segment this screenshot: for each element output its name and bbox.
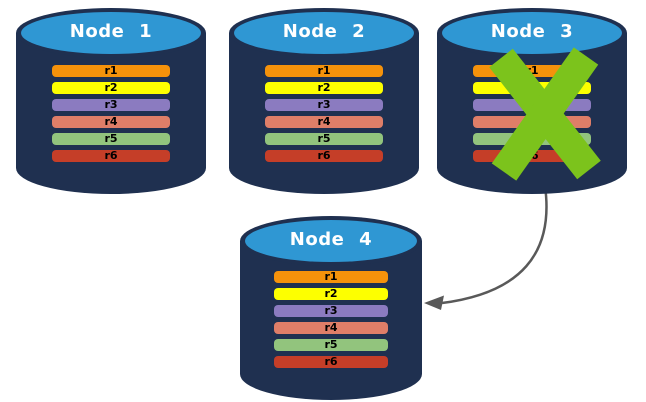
- cylinder-top: [21, 12, 201, 54]
- replica-rows: r1 r2 r3 r4 r5 r6: [274, 271, 388, 368]
- failover-arrow-line: [441, 185, 548, 305]
- replica-row-r5: r5: [274, 339, 388, 351]
- replica-row-r3: r3: [274, 305, 388, 317]
- replica-row-r2: r2: [52, 82, 170, 94]
- database-cylinder-body: [240, 241, 422, 400]
- replica-row-r1: r1: [265, 65, 383, 77]
- replica-row-r4: r4: [274, 322, 388, 334]
- failure-x-icon: [489, 47, 601, 181]
- node-2: Node 2 r1 r2 r3 r4 r5 r6: [229, 8, 419, 194]
- cylinder-top: [442, 12, 622, 54]
- failure-x-stroke: [491, 47, 599, 181]
- cylinder-top: [245, 220, 417, 262]
- replica-rows: r1 r2 r3 r4 r5 r6: [265, 65, 383, 162]
- replica-row-r6: r6: [52, 150, 170, 162]
- replica-row-r1: r1: [52, 65, 170, 77]
- replica-row-r4: r4: [265, 116, 383, 128]
- cylinder-top: [234, 12, 414, 54]
- replica-row-r2: r2: [274, 288, 388, 300]
- replica-row-r1: r1: [274, 271, 388, 283]
- node-title: Node 1: [69, 21, 153, 42]
- node-title: Node 3: [490, 21, 574, 42]
- replica-row-r5: r5: [52, 133, 170, 145]
- replica-row-r6: r6: [274, 356, 388, 368]
- replica-row-r3: r3: [52, 99, 170, 111]
- node-1: Node 1 r1 r2 r3 r4 r5 r6: [16, 8, 206, 194]
- database-cylinder-body: [16, 33, 206, 194]
- database-cylinder-body: [229, 33, 419, 194]
- replica-row-r2: r2: [265, 82, 383, 94]
- replica-row-r5: r5: [265, 133, 383, 145]
- replica-row-r6: r6: [265, 150, 383, 162]
- replica-row-r4: r4: [52, 116, 170, 128]
- failover-arrowhead-icon: [424, 295, 444, 310]
- replica-rows: r1 r2 r3 r4 r5 r6: [52, 65, 170, 162]
- node-title: Node 2: [282, 21, 366, 42]
- node-4: Node 4 r1 r2 r3 r4 r5 r6: [240, 216, 422, 400]
- node-title: Node 4: [289, 229, 373, 250]
- replica-row-r3: r3: [265, 99, 383, 111]
